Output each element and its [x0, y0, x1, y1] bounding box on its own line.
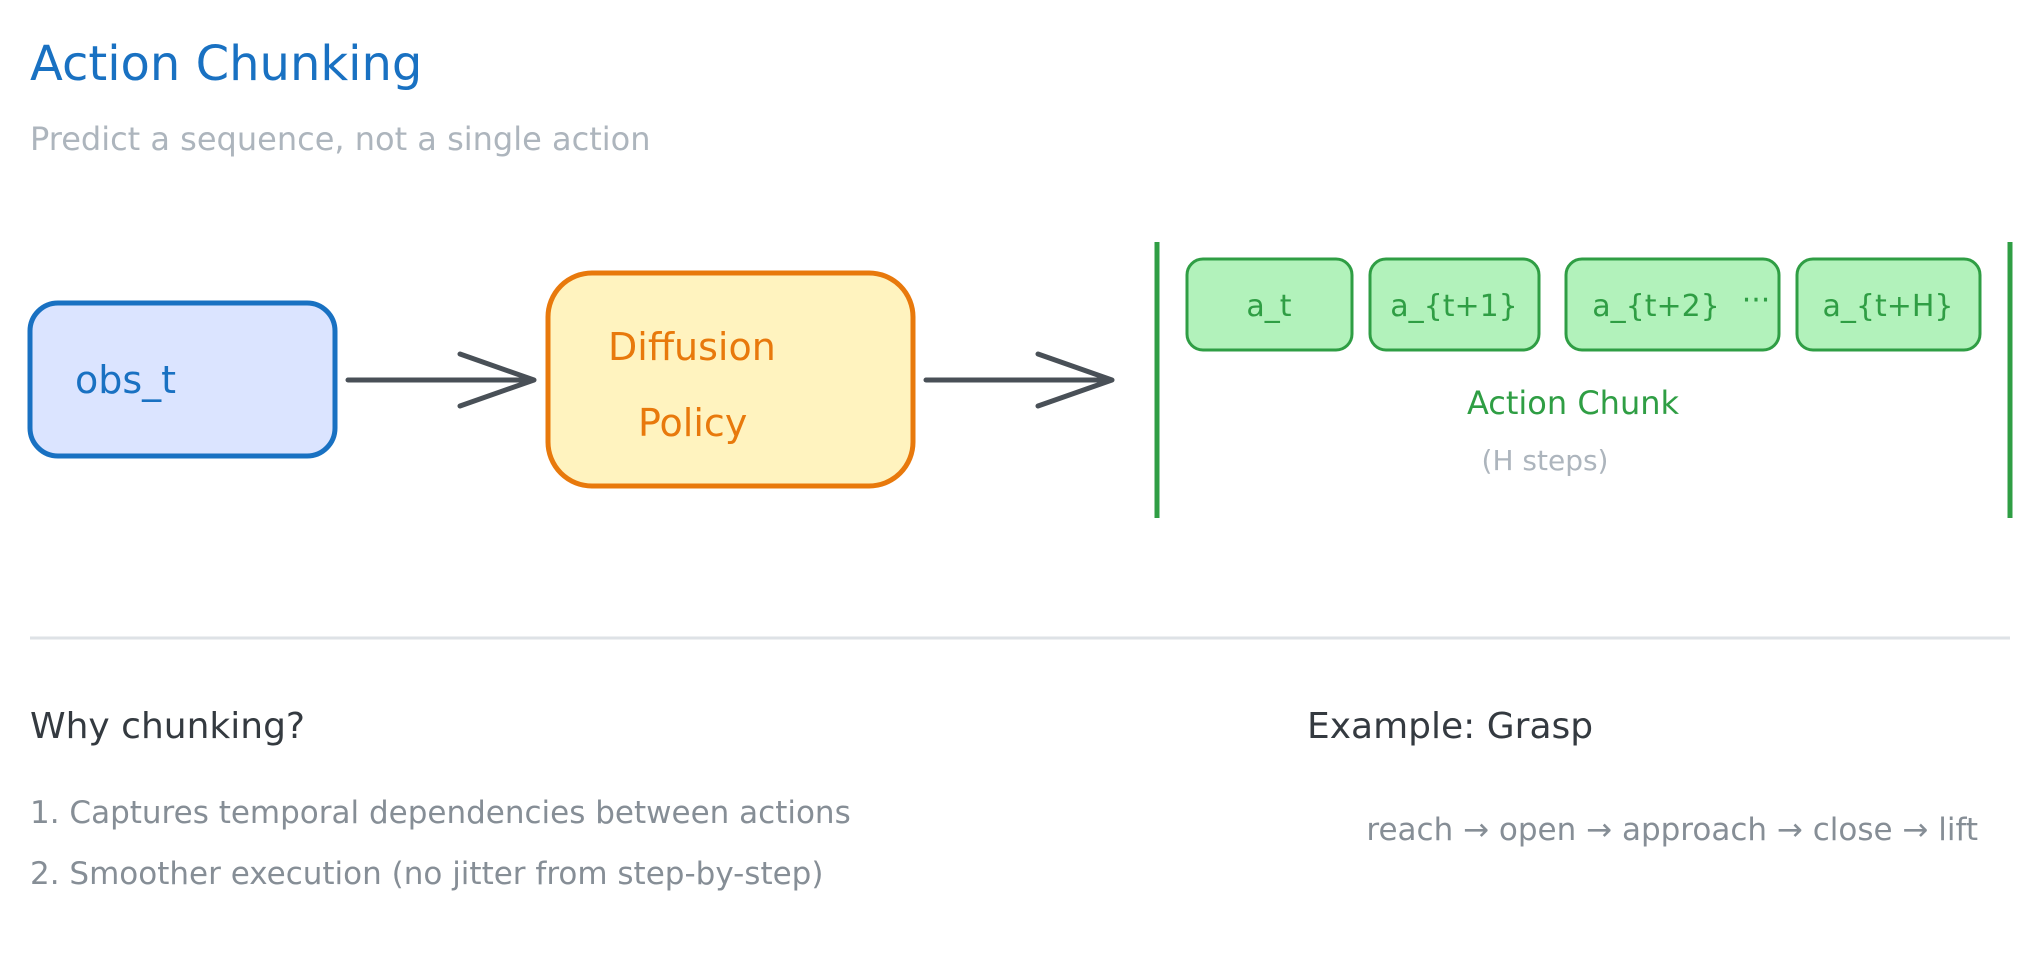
observation-node: obs_t: [27, 300, 338, 459]
action-chunk-group: a_t a_{t+1} a_{t+2} ··· a_{t+H} Action C…: [1154, 242, 2013, 518]
why-item: 2. Smoother execution (no jitter from st…: [30, 856, 823, 892]
action-step-3: a_{t+H}: [1795, 257, 1982, 352]
example-section: Example: Grasp reach → open → approach →…: [1307, 706, 1978, 848]
action-step-2: a_{t+2} ···: [1564, 257, 1781, 352]
policy-label-line2: Policy: [638, 401, 747, 445]
observation-label: obs_t: [75, 358, 176, 402]
action-step-label: a_{t+H}: [1822, 289, 1953, 324]
page-title: Action Chunking: [30, 36, 422, 92]
action-chunk-title: Action Chunk: [1467, 384, 1680, 422]
policy-label-line1: Diffusion: [608, 325, 776, 369]
action-step-label: a_{t+1}: [1390, 289, 1518, 324]
why-heading: Why chunking?: [30, 706, 305, 747]
action-step-label: a_t: [1246, 289, 1291, 324]
arrow-policy-to-chunk: [923, 351, 1115, 409]
policy-box: [545, 270, 916, 489]
why-item: 1. Captures temporal dependencies betwee…: [30, 795, 851, 831]
action-ellipsis: ···: [1742, 283, 1771, 318]
why-section: Why chunking? 1. Captures temporal depen…: [30, 706, 851, 892]
example-sequence: reach → open → approach → close → lift: [1366, 812, 1978, 848]
action-step-1: a_{t+1}: [1368, 257, 1541, 352]
action-chunk-subtitle: (H steps): [1482, 444, 1609, 477]
example-heading: Example: Grasp: [1307, 706, 1593, 747]
action-step-label: a_{t+2}: [1592, 289, 1720, 324]
action-step-0: a_t: [1185, 257, 1354, 352]
page-subtitle: Predict a sequence, not a single action: [30, 120, 650, 158]
policy-node: Diffusion Policy: [545, 270, 916, 489]
observation-box: [27, 300, 338, 459]
arrow-obs-to-policy: [345, 351, 537, 409]
